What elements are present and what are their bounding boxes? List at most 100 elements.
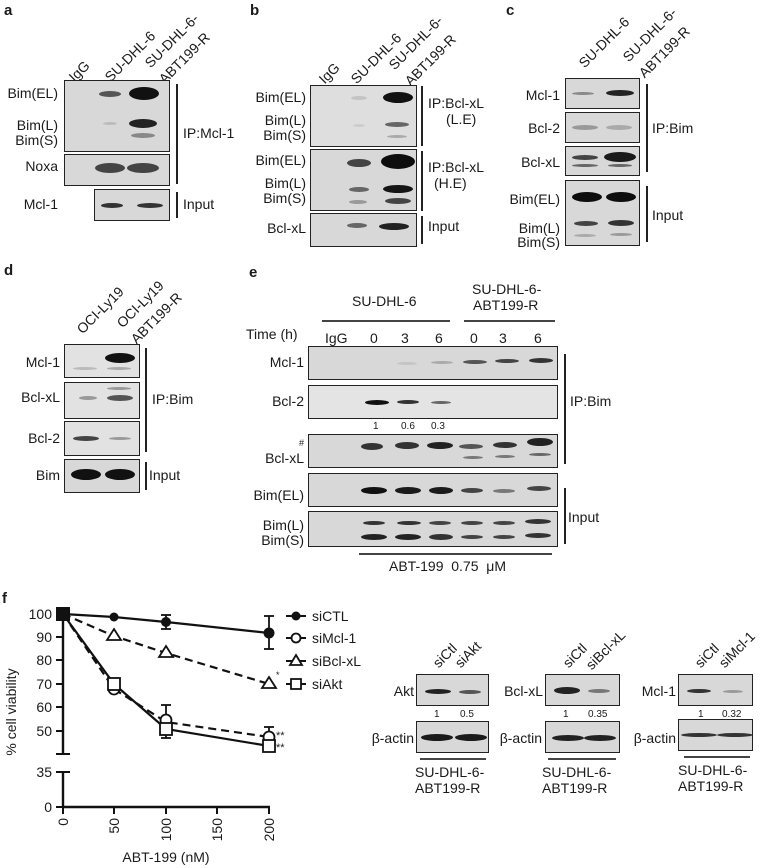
significance-mark: **	[276, 730, 285, 742]
group-bracket	[646, 186, 648, 242]
y-tick: 90	[36, 629, 52, 645]
viability-chart: % cell viability 100 90 80 70 60 50 35 0	[3, 606, 306, 865]
row-label: Bcl-2	[528, 120, 560, 136]
lane-label: 3	[401, 330, 409, 346]
legend-label: siCTL	[312, 608, 349, 624]
panel-d-letter: d	[4, 262, 14, 279]
y-tick: 70	[36, 676, 52, 692]
group-label: IP:Bim	[152, 391, 194, 407]
blot-bim	[64, 80, 170, 152]
lane-label: 0	[470, 330, 478, 346]
cell-line-line	[420, 758, 486, 760]
row-label: Bim(L)	[16, 117, 58, 133]
blot-mcl1	[678, 674, 753, 706]
row-label: Bim(S)	[261, 532, 304, 548]
blot-bim-he	[310, 149, 417, 211]
row-label: Bim(S)	[263, 190, 306, 206]
row-label: Noxa	[25, 158, 58, 174]
blot-bclxl-input	[310, 213, 417, 247]
legend-square-icon	[290, 678, 302, 690]
group-header: ABT199-R	[473, 297, 539, 313]
quant-value: 0.5	[460, 709, 474, 720]
group-bracket	[421, 151, 423, 211]
group-label: IP:Bim	[652, 120, 694, 136]
group-label: Input	[652, 207, 684, 223]
blot-bim-el	[308, 473, 558, 507]
x-tick: 100	[158, 818, 174, 842]
group-bracket	[145, 348, 147, 452]
blot-mcl1	[565, 78, 640, 109]
panel-c-letter: c	[506, 2, 515, 19]
legend-open-circle-icon	[290, 632, 302, 644]
row-label: Bim(EL)	[255, 89, 306, 105]
row-label: Mcl-1	[269, 354, 304, 370]
lane-label: 6	[435, 330, 443, 346]
blot-bim-le	[310, 85, 417, 147]
lane-label: siBcl-xL	[582, 626, 629, 673]
cell-line-label: SU-DHL-6-	[415, 764, 485, 780]
blot-bcl2	[565, 112, 640, 143]
lane-label: 0	[370, 330, 378, 346]
lane-label: 3	[499, 330, 507, 346]
group-bracket	[176, 84, 178, 184]
group-bracket	[145, 462, 147, 490]
blot-akt	[416, 674, 489, 706]
row-label: Akt	[393, 683, 414, 699]
treatment-line	[359, 553, 552, 555]
blot-bclxl	[64, 382, 140, 419]
row-label: Bcl-2	[28, 430, 60, 446]
legend-triangle-icon	[288, 653, 304, 666]
group-label: Input	[183, 196, 215, 212]
row-label: β-actin	[371, 730, 414, 746]
row-label: Bim(L)	[264, 175, 306, 191]
blot-bcl2	[64, 421, 140, 456]
group-label: Input	[428, 218, 460, 234]
group-label: (H.E)	[434, 175, 467, 191]
row-label: Bim(L)	[264, 112, 306, 128]
row-label: Bim(L)	[518, 220, 560, 236]
quant-value: 1	[434, 709, 440, 720]
group-bracket	[421, 86, 423, 146]
row-label: Bcl-xL	[267, 220, 306, 236]
legend-label: siBcl-xL	[312, 653, 362, 669]
group-header-line	[322, 320, 450, 322]
significance-mark: *	[276, 670, 280, 680]
blot-mcl1	[308, 346, 558, 380]
group-label: IP:Mcl-1	[183, 125, 235, 141]
y-tick: 0	[44, 799, 52, 815]
group-label: Input	[568, 509, 600, 525]
row-label: β-actin	[499, 730, 542, 746]
group-bracket	[564, 488, 566, 544]
y-tick: 80	[36, 652, 52, 668]
x-tick: 150	[209, 818, 225, 842]
legend-filled-circle-icon	[291, 611, 301, 621]
lane-label: OCI-Ly19	[73, 283, 127, 337]
blot-bim-input	[565, 180, 640, 246]
row-label: Bim(EL)	[509, 191, 560, 207]
quant-value: 0.35	[588, 709, 608, 720]
group-header: SU-DHL-6-	[472, 281, 542, 297]
row-label: Bcl-xL	[504, 683, 543, 699]
row-label: Mcl-1	[25, 354, 60, 370]
y-axis-label: % cell viability	[3, 668, 19, 755]
quant-value: 1	[563, 709, 569, 720]
cell-line-label: ABT199-R	[542, 780, 608, 796]
group-label: Input	[149, 467, 181, 483]
lane-label: siCtl	[691, 640, 722, 671]
group-label: IP:Bcl-xL	[428, 95, 485, 111]
row-label: Bim(L)	[262, 517, 304, 533]
blot-bim-ls	[308, 511, 558, 547]
series-siCTL	[62, 612, 270, 635]
panel-a-letter: a	[4, 2, 13, 19]
blot-bclxl	[308, 434, 558, 468]
lane-label: SU-DHL-6	[575, 13, 633, 71]
quant-value: 1	[373, 421, 379, 432]
blot-actin	[678, 719, 753, 751]
group-bracket	[646, 84, 648, 172]
significance-mark: **	[276, 742, 285, 754]
panel-f-letter: f	[2, 590, 7, 607]
blot-noxa	[64, 154, 170, 186]
time-label: Time (h)	[246, 326, 298, 342]
row-label: Bcl-xL	[265, 450, 304, 466]
row-label: Bim(EL)	[253, 487, 304, 503]
